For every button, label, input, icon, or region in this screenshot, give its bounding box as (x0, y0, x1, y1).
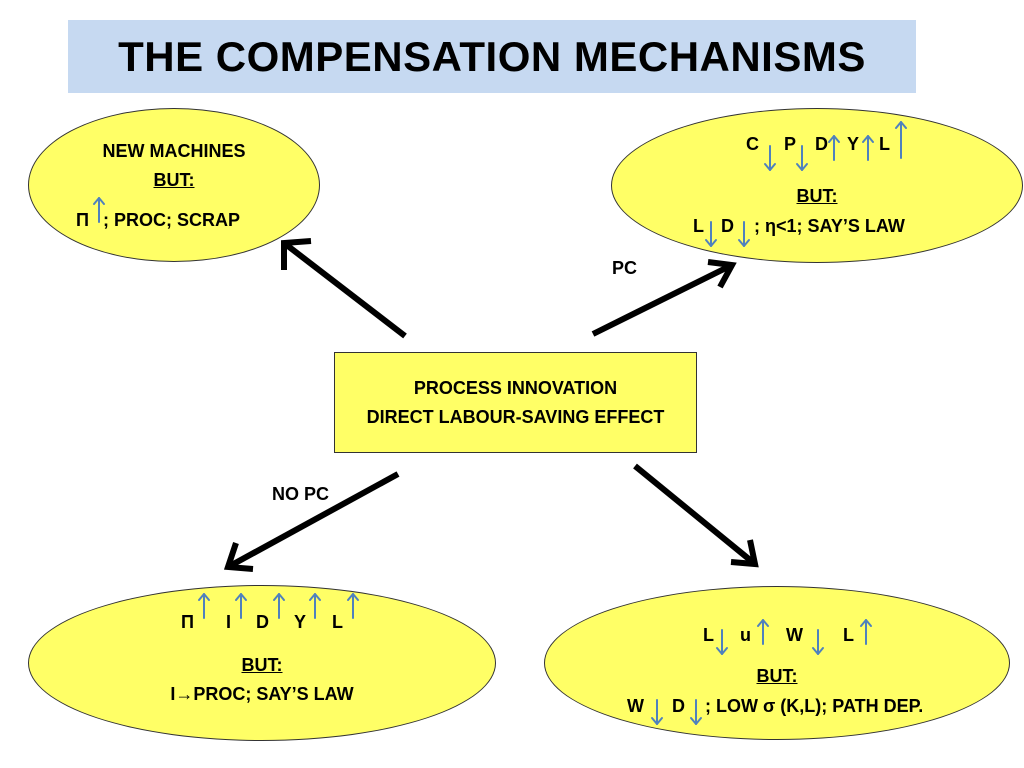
bottom-left-d: D (256, 612, 269, 632)
new-machines-text: NEW MACHINES (102, 141, 246, 161)
bottom-left-pi: Π (181, 612, 194, 632)
arrow-down-icon (716, 629, 728, 655)
arrow-up-icon (757, 619, 769, 645)
bottom-right-u: u (740, 625, 751, 645)
arrow-up-icon (235, 593, 247, 619)
arrow-to-price-channel (591, 259, 737, 337)
top-right-b-d: D (721, 216, 734, 236)
top-right-d: D (815, 134, 828, 154)
bottom-left-l: L (332, 612, 343, 632)
bottom-right-l: L (703, 625, 714, 645)
top-right-p: P (784, 134, 797, 154)
top-right-b-rest: ; η<1; SAY’S LAW (754, 216, 905, 236)
arrow-up-icon (862, 135, 874, 161)
bottom-right-b-rest: ; LOW σ (K,L); PATH DEP. (705, 696, 924, 716)
arrow-up-icon (347, 593, 359, 619)
title-banner: THE COMPENSATION MECHANISMS (68, 20, 916, 93)
center-line-1: PROCESS INNOVATION (413, 377, 618, 398)
arrow-up-icon (860, 619, 872, 645)
arrow-up-icon (828, 135, 840, 161)
bottom-right-b-w: W (627, 696, 644, 716)
ellipse-new-machines (28, 108, 320, 262)
bottom-left-i: I (226, 612, 232, 632)
arrow-up-icon (895, 121, 907, 159)
center-line-2: DIRECT LABOUR-SAVING EFFECT (366, 406, 665, 427)
arrow-up-icon (198, 593, 210, 619)
arrow-down-icon (651, 699, 663, 725)
top-right-l: L (879, 134, 890, 154)
arrow-down-icon (738, 221, 750, 247)
arrow-to-wages (633, 463, 759, 568)
pc-label: PC (612, 258, 638, 278)
arrow-up-icon (309, 593, 321, 619)
ellipse-wages (544, 586, 1010, 740)
top-left-but: BUT: (153, 170, 195, 190)
bottom-right-b-d: D (672, 696, 685, 716)
bottom-left-line2: I→PROC; SAY’S LAW (170, 684, 354, 704)
top-right-c: C (746, 134, 759, 154)
arrow-to-investment (223, 471, 400, 572)
bottom-right-but: BUT: (756, 666, 798, 686)
bottom-left-y: Y (294, 612, 307, 632)
ellipse-investment (28, 585, 496, 741)
arrow-down-icon (705, 221, 717, 247)
arrow-down-icon (812, 629, 824, 655)
top-left-pi: Π (76, 210, 89, 230)
page-title: THE COMPENSATION MECHANISMS (118, 32, 866, 80)
arrow-up-icon (93, 197, 105, 223)
bottom-right-w: W (786, 625, 803, 645)
arrow-up-icon (273, 593, 285, 619)
arrow-down-icon (690, 699, 702, 725)
bottom-right-l2: L (843, 625, 854, 645)
process-innovation-box: PROCESS INNOVATION DIRECT LABOUR-SAVING … (334, 352, 697, 453)
ellipse-price-channel (611, 108, 1023, 263)
top-right-y: Y (847, 134, 860, 154)
arrow-down-icon (764, 145, 776, 171)
no-pc-label: NO PC (272, 484, 330, 504)
top-right-but: BUT: (796, 186, 838, 206)
arrow-to-new-machines (281, 238, 407, 339)
arrow-down-icon (796, 145, 808, 171)
top-right-b-l: L (693, 216, 704, 236)
top-left-rest: ; PROC; SCRAP (103, 210, 241, 230)
bottom-left-but: BUT: (241, 655, 283, 675)
